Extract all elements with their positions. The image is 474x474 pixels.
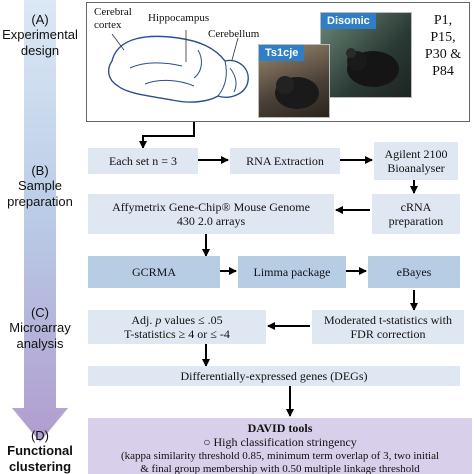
section-d-label: (D)Functional clusteringFunctional clust… — [7, 428, 73, 474]
brain-label-hippocampus: Hippocampus — [148, 12, 210, 24]
rna-extraction-box: RNA Extraction — [230, 148, 340, 174]
timepoints-text: P1, P15, P30 & P84 — [424, 13, 462, 80]
degs-box: Differentially-expressed genes (DEGs) — [88, 366, 460, 386]
limma-box: Limma package — [238, 256, 346, 288]
section-c-label: (C)Microarray analysis — [9, 305, 71, 351]
ebayes-box: eBayes — [368, 256, 460, 288]
brain-label-cerebellum: Cerebellum — [208, 28, 260, 40]
david-tools-box: DAVID tools ○ High classification string… — [88, 418, 472, 474]
adj-p-box: Adj. p values ≤ .05 T-statistics ≥ 4 or … — [88, 310, 266, 344]
section-a-label: (A)Experimental design — [2, 12, 78, 58]
disomic-mouse-photo: Disomic — [320, 12, 412, 98]
gcrma-box: GCRMA — [88, 256, 220, 288]
disomic-label: Disomic — [321, 13, 376, 29]
workflow-arrow — [12, 0, 68, 442]
brain-sketch — [107, 30, 249, 103]
brain-label-cerebral-cortex: Cerebral cortex — [94, 6, 132, 31]
each-set-box: Each set n = 3 — [88, 148, 198, 174]
ts1cje-mouse-photo: Ts1cje — [258, 44, 330, 118]
section-b-label: (B)Sample preparation — [7, 163, 73, 209]
ts1cje-label: Ts1cje — [259, 45, 305, 61]
